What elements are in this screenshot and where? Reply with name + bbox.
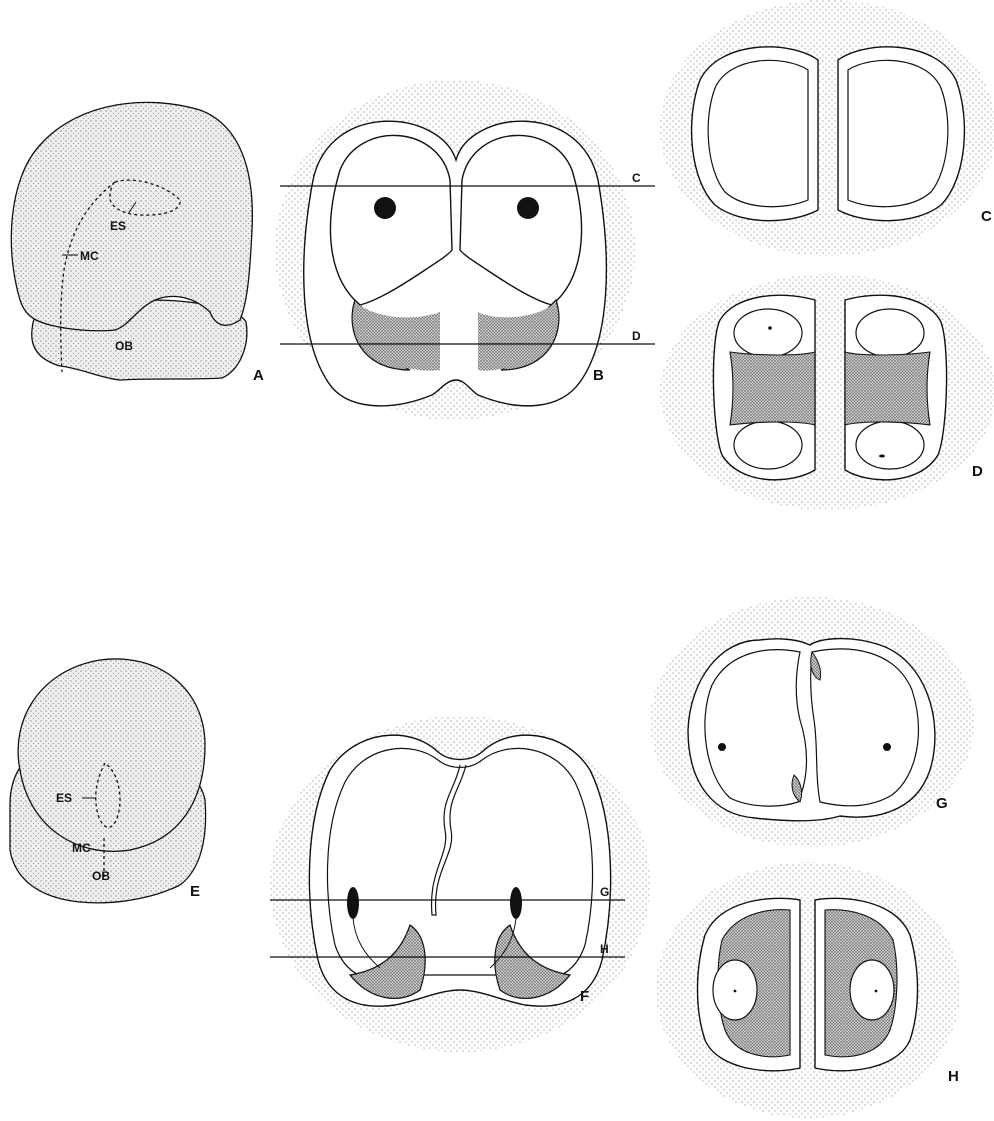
panel-f: G H F xyxy=(270,716,650,1052)
panel-c-right-inner xyxy=(848,60,948,206)
panel-b-right-nucleus xyxy=(517,197,539,219)
panel-e-es-label: ES xyxy=(56,791,72,805)
panel-f-line-g-label: G xyxy=(600,885,609,899)
panel-e: ES MC OB E xyxy=(10,659,206,903)
panel-f-line-h-label: H xyxy=(600,942,609,956)
panel-f-left-nucleus xyxy=(347,887,359,919)
panel-g-letter: G xyxy=(936,795,948,812)
panel-h: H xyxy=(656,862,960,1118)
panel-e-letter: E xyxy=(190,883,200,900)
panel-f-letter: F xyxy=(580,988,589,1005)
panel-b-letter: B xyxy=(593,367,604,384)
panel-h-right-nucleus xyxy=(875,990,878,993)
panel-e-mc-label: MC xyxy=(72,841,91,855)
panel-d: D xyxy=(660,274,994,510)
panel-e-embryo-body xyxy=(18,659,205,851)
panel-d-right-lower-cell xyxy=(856,421,924,469)
panel-h-left-nucleus xyxy=(734,990,737,993)
panel-a-mc-label: MC xyxy=(80,249,99,263)
panel-a: ES MC OB A xyxy=(11,102,264,384)
panel-d-left-nucleus xyxy=(768,326,772,330)
panel-b-left-nucleus xyxy=(374,197,396,219)
panel-b-line-c-label: C xyxy=(632,171,641,185)
panel-g: G xyxy=(650,597,974,847)
panel-d-right-yolk-band xyxy=(845,352,930,425)
panel-c-letter: C xyxy=(981,208,992,225)
panel-d-right-nucleus xyxy=(879,455,885,458)
panel-a-es-label: ES xyxy=(110,219,126,233)
panel-a-ob-label: OB xyxy=(115,339,133,353)
panel-f-right-nucleus xyxy=(510,887,522,919)
panel-d-right-upper-cell xyxy=(856,309,924,357)
panel-g-left-cell xyxy=(705,650,807,806)
panel-a-letter: A xyxy=(253,367,264,384)
panel-d-left-upper-cell xyxy=(734,309,802,357)
panel-g-right-nucleus xyxy=(883,743,891,751)
panel-c: C xyxy=(660,0,994,256)
panel-d-left-lower-cell xyxy=(734,421,802,469)
panel-a-embryo-body xyxy=(11,102,252,330)
panel-c-left-inner xyxy=(708,60,808,206)
panel-b: C D B xyxy=(275,80,655,420)
panel-d-letter: D xyxy=(972,463,983,480)
panel-e-ob-label: OB xyxy=(92,869,110,883)
panel-h-letter: H xyxy=(948,1068,959,1085)
panel-h-right-cell xyxy=(850,960,894,1020)
panel-d-left-yolk-band xyxy=(730,352,815,425)
panel-b-line-d-label: D xyxy=(632,329,641,343)
panel-g-left-nucleus xyxy=(718,743,726,751)
